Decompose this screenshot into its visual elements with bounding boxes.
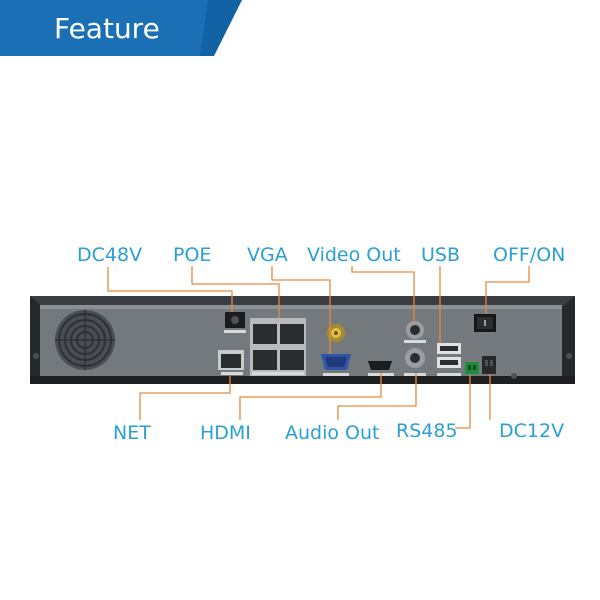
- leader-net: [139, 376, 231, 420]
- label-dc12v: DC12V: [499, 420, 565, 442]
- label-audio-out: Audio Out: [285, 422, 380, 444]
- leader-lines: [107, 266, 530, 429]
- dc12v-terminal: [482, 356, 496, 374]
- video-out-bnc: [404, 321, 426, 343]
- label-poe: POE: [173, 244, 212, 266]
- leader-rs485: [455, 374, 471, 429]
- label-video-out: Video Out: [307, 244, 401, 266]
- usb-ports: [437, 343, 461, 376]
- label-dc48v: DC48V: [77, 244, 143, 266]
- label-rs485: RS485: [396, 420, 458, 442]
- leader-hdmi: [239, 373, 382, 420]
- poe-ports: [250, 318, 306, 376]
- vga-port: [321, 354, 351, 376]
- rca-yellow: [327, 324, 345, 342]
- ground-screw: [511, 373, 517, 379]
- leader-poe: [191, 266, 280, 318]
- label-off-on: OFF/ON: [493, 244, 566, 266]
- label-usb: USB: [421, 244, 461, 266]
- label-vga: VGA: [247, 244, 288, 266]
- label-hdmi: HDMI: [200, 422, 251, 444]
- leader-audio-out: [337, 373, 417, 420]
- banner-shape: [0, 0, 242, 56]
- fan-vent: [55, 310, 115, 370]
- banner-title: Feature: [54, 12, 160, 45]
- dc48v-port: [224, 312, 246, 333]
- rs485-terminal: [465, 362, 479, 374]
- leader-dc48v: [107, 267, 233, 312]
- net-port: [218, 350, 244, 375]
- power-switch: [474, 314, 496, 332]
- leader-video-out: [351, 266, 415, 322]
- label-net: NET: [113, 422, 151, 444]
- audio-out-bnc: [404, 348, 426, 376]
- leader-vga: [271, 266, 331, 354]
- feature-banner: Feature: [0, 0, 600, 62]
- leader-off-on: [485, 266, 530, 314]
